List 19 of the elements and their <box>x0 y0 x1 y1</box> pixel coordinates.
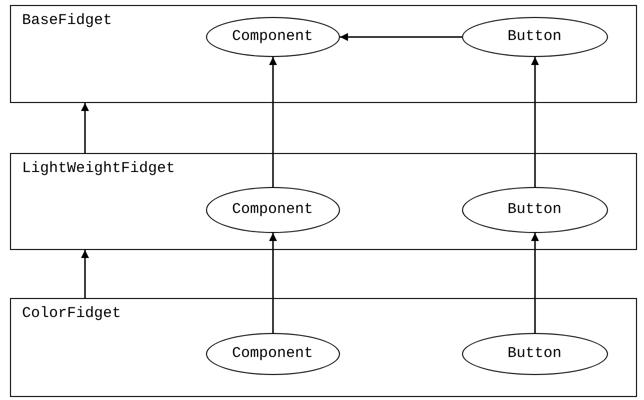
arrow <box>531 57 539 187</box>
arrow <box>81 103 89 153</box>
arrow <box>81 250 89 298</box>
arrow <box>269 233 277 333</box>
component-frame <box>10 153 637 250</box>
arrow <box>269 57 277 187</box>
class-name: Button <box>507 201 562 218</box>
class-name: Button <box>507 28 562 45</box>
class-name: Button <box>507 345 562 362</box>
component-frame <box>10 298 637 397</box>
component-frame <box>10 5 637 103</box>
frame-title: ColorFidget <box>22 305 122 322</box>
class-name: Component <box>232 345 313 362</box>
arrow <box>340 33 462 41</box>
class-name: Component <box>232 28 313 45</box>
arrow <box>531 233 539 333</box>
frame-title: BaseFidget <box>22 12 112 29</box>
frame-title: LightWeightFidget <box>22 160 176 177</box>
class-name: Component <box>232 201 313 218</box>
